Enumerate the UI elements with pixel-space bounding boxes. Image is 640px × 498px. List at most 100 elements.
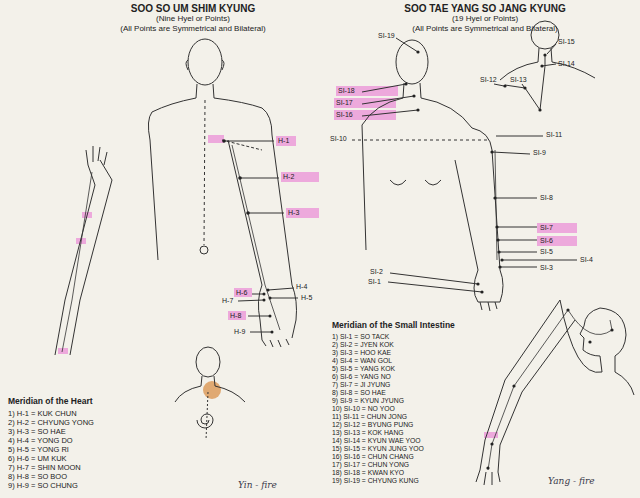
point-label: SI-11 [546, 131, 562, 139]
figure-line [403, 83, 421, 98]
point-list-entry: 12) SI-12 = BYUNG PUNG [332, 421, 413, 428]
figure-line [396, 40, 428, 84]
point-label: SI-3 [540, 264, 553, 272]
point-dot [512, 384, 515, 387]
figure-group [55, 21, 634, 485]
point-label: SI-1 [368, 278, 381, 286]
point-dot [203, 381, 221, 399]
figure-line [188, 39, 222, 85]
point-list-entry: 19) SI-19 = CHYUNG KUNG [332, 477, 419, 484]
point-list-entry: 18) SI-18 = KWAN KYO [332, 469, 404, 476]
point-dot [269, 297, 272, 300]
point-label: H-8 [230, 312, 241, 320]
figure-line [568, 310, 612, 335]
point-list-entry: 7) H-7 = SHIN MOON [8, 464, 81, 472]
point-label: SI-6 [540, 237, 553, 245]
point-label: SI-7 [540, 224, 553, 232]
point-dot [523, 86, 526, 89]
point-dot [263, 299, 266, 302]
figure-line [474, 270, 503, 302]
point-label: SI-10 [330, 135, 347, 143]
handwritten-note: Yang - fire [548, 477, 595, 487]
point-label: H-2 [283, 173, 294, 181]
page-title: SOO SO UM SHIM KYUNG [131, 3, 255, 14]
point-list-entry: 9) H-9 = SO CHUNG [8, 482, 78, 490]
point-label: H-7 [222, 297, 233, 305]
point-label: SI-16 [336, 111, 353, 119]
highlight-mark [228, 311, 246, 320]
figure-line [362, 98, 403, 250]
point-dot [476, 282, 479, 285]
point-dot [497, 250, 500, 253]
highlight-mark [537, 223, 577, 233]
figure-line [362, 38, 418, 116]
point-label: SI-9 [533, 149, 546, 157]
point-list-entry: 16) SI-16 = CHUN CHANG [332, 453, 414, 460]
point-list-entry: 5) SI-5 = YANG KOK [332, 365, 395, 372]
point-list-entry: 8) H-8 = SO BOO [8, 473, 67, 481]
point-dot [200, 246, 208, 254]
point-list-entry: 4) H-4 = YONG DO [8, 437, 73, 445]
figure-line [197, 414, 213, 428]
point-label: SI-8 [540, 194, 553, 202]
figure-line [55, 165, 95, 355]
point-list-entry: 6) SI-6 = YANG NO [332, 373, 391, 380]
point-list-entry: 15) SI-15 = KYUN JUNG YOO [332, 445, 424, 452]
point-dot [490, 150, 493, 153]
figure-line [476, 470, 500, 485]
point-list-entry: 7) SI-7 = JI JYUNG [332, 381, 390, 388]
point-list-entry: 2) SI-2 = JYEN KOK [332, 341, 394, 348]
point-list-entry: 8) SI-8 = SO HAE [332, 389, 386, 396]
point-list-entry: 3) H-3 = SO HAE [8, 428, 66, 436]
point-list-entry: 9) SI-9 = KYUN JYUNG [332, 397, 404, 404]
figure-line [232, 145, 280, 330]
figure-line [480, 300, 575, 472]
figure-line [186, 60, 224, 70]
figure-line [455, 160, 478, 270]
point-label: H-9 [234, 328, 245, 336]
point-label: SI-2 [370, 268, 383, 276]
point-list-entry: 17) SI-17 = CHUN YONG [332, 461, 409, 468]
point-dot [493, 196, 496, 199]
figure-line [495, 150, 497, 260]
figure-line [214, 98, 292, 285]
point-dot [610, 328, 613, 331]
point-label: SI-15 [558, 38, 575, 46]
figure-line [580, 308, 626, 372]
handwritten-note: Yin - fire [238, 481, 277, 491]
point-dot [222, 139, 226, 143]
point-list-entry: 11) SI-11 = CHUN JONG [332, 413, 407, 420]
point-dot [404, 82, 407, 85]
point-list-entry: 1) H-1 = KUK CHUN [8, 410, 77, 418]
highlight-mark [281, 172, 319, 182]
point-label: H-1 [278, 137, 289, 145]
point-dot [496, 238, 499, 241]
point-list-entry: 1) SI-1 = SO TACK [332, 333, 389, 340]
point-label: SI-18 [338, 87, 355, 95]
figure-line [201, 376, 215, 386]
point-dot [495, 225, 498, 228]
figure-line [494, 44, 556, 136]
point-label: H-5 [301, 294, 312, 302]
point-label: SI-14 [558, 60, 575, 68]
highlight-mark [286, 208, 319, 218]
point-label: SI-4 [580, 256, 593, 264]
point-label: SI-17 [336, 99, 353, 107]
figure-line [488, 310, 568, 470]
subtitle: (All Points are Symmetrical and Bilatera… [120, 25, 265, 34]
point-dot [238, 176, 242, 180]
point-dot [503, 84, 506, 87]
point-list-entry: 14) SI-14 = KYUN WAE YOO [332, 437, 421, 444]
point-dot [538, 108, 541, 111]
point-dot [566, 308, 569, 311]
point-list-entry: 5) H-5 = YONG RI [8, 446, 69, 454]
highlight-mark [537, 236, 577, 246]
figure-line [148, 98, 196, 260]
point-label: SI-12 [480, 76, 497, 84]
point-dot [416, 108, 419, 111]
point-dot [246, 211, 250, 215]
point-dot [500, 258, 503, 261]
point-list-entry: 4) SI-4 = WAN GOL [332, 357, 392, 364]
figure-line [262, 339, 289, 347]
